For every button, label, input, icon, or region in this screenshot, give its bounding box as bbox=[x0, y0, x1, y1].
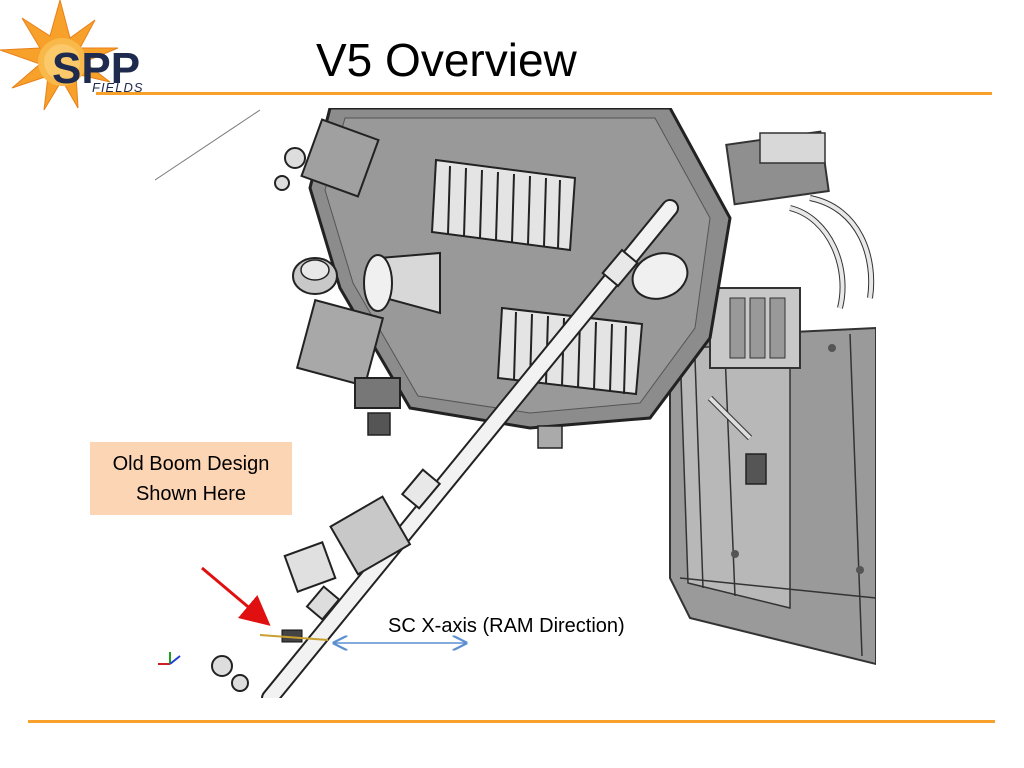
callout-line-1: Old Boom Design bbox=[112, 452, 270, 475]
logo-text-main: SPP bbox=[52, 44, 140, 93]
spacecraft-bus bbox=[274, 106, 732, 449]
slide-title: V5 Overview bbox=[316, 34, 577, 86]
spacecraft-cad-image bbox=[150, 106, 877, 707]
callout-line-2: Shown Here bbox=[135, 482, 247, 505]
logo-text-sub: FIELDS bbox=[92, 80, 144, 95]
right-structures bbox=[707, 130, 875, 485]
spp-fields-logo: SPP FIELDS bbox=[0, 0, 175, 115]
top-divider bbox=[96, 92, 992, 95]
boom bbox=[211, 199, 679, 707]
bottom-divider bbox=[28, 720, 995, 723]
sun-icon bbox=[0, 0, 119, 111]
solar-panel bbox=[669, 326, 877, 666]
sc-x-axis-label: SC X-axis (RAM Direction) bbox=[388, 615, 625, 637]
old-boom-callout: Old Boom Design Shown Here bbox=[90, 442, 292, 515]
